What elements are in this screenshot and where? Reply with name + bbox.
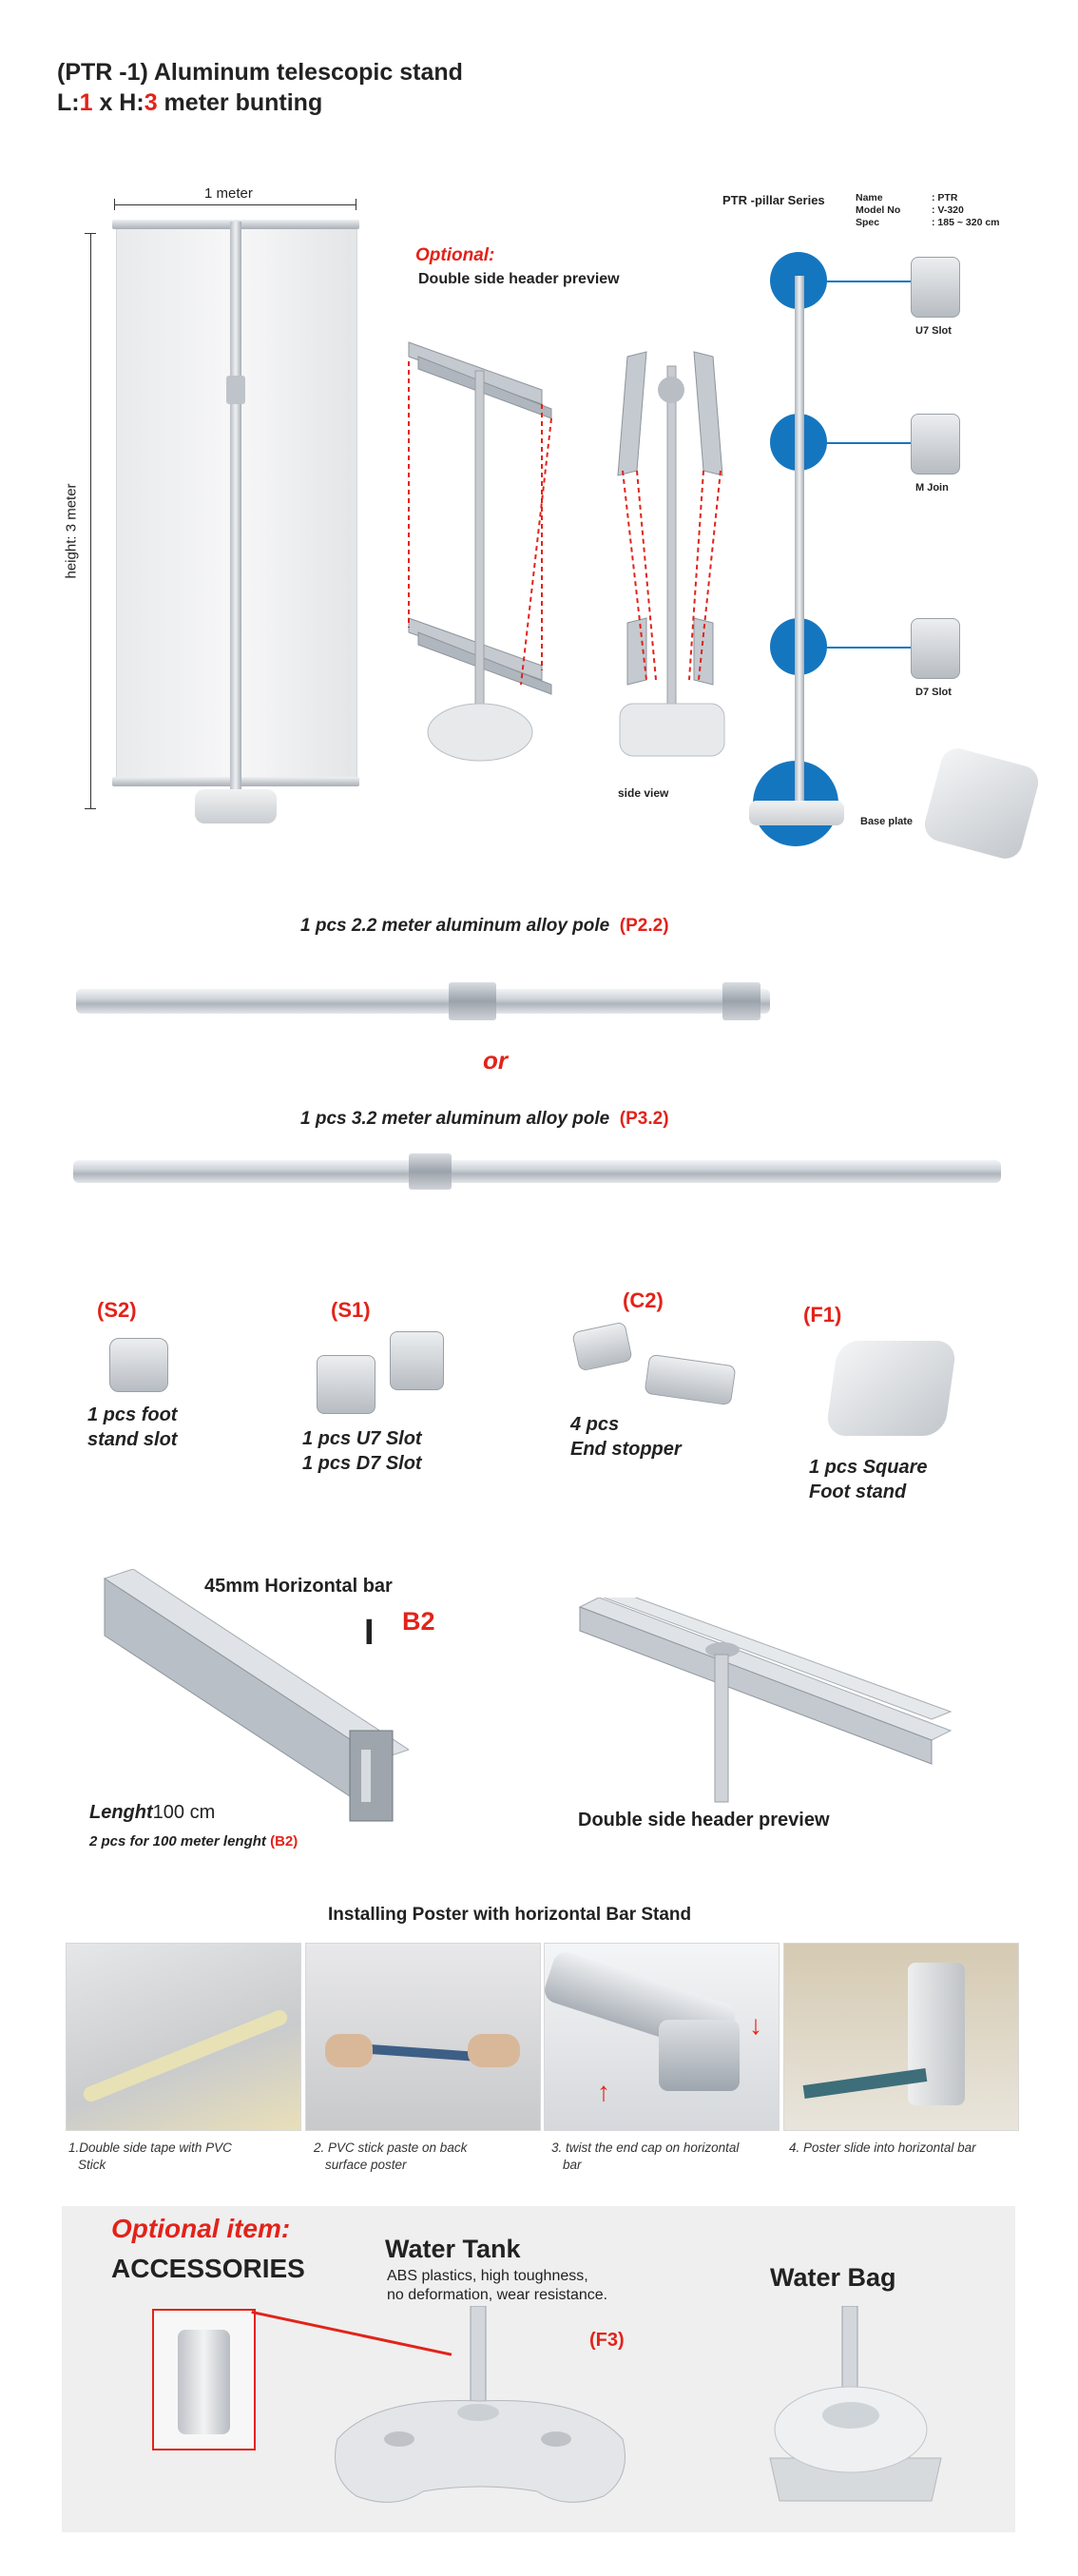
- pillar-illustration: U7 Slot M Join D7 Slot Base plate: [741, 247, 1074, 865]
- install-step-4-photo: [783, 1943, 1019, 2131]
- accessories-optional-label: Optional item:: [111, 2214, 291, 2243]
- bar-length: Lenght100 cm: [89, 1802, 216, 1823]
- m-join-part: [911, 414, 960, 475]
- fitting-detail-box: [152, 2309, 256, 2450]
- double-header-front-illustration: [408, 341, 552, 762]
- end-stopper-part: [644, 1353, 737, 1406]
- banner-stand-illustration: 1 meter height: 3 meter: [57, 185, 380, 832]
- pole-2-2-meter: [76, 989, 770, 1014]
- accessories-panel: Optional item: ACCESSORIES Water Tank AB…: [62, 2206, 1015, 2532]
- water-tank-code: (F3): [589, 2330, 625, 2351]
- horizontal-bar-illustration: [103, 1569, 409, 1822]
- optional-desc: Double side header preview: [418, 271, 620, 287]
- pole-joint: [449, 982, 496, 1020]
- d7-slot-part: [911, 618, 960, 679]
- height-dimension-line: [90, 233, 91, 808]
- foot-stand-slot-part: [109, 1338, 168, 1392]
- bar-profile-icon: I: [364, 1613, 375, 1653]
- water-bag-illustration: [769, 2306, 942, 2502]
- water-bag-title: Water Bag: [770, 2263, 896, 2292]
- title-line-2: L:1 x H:3 meter bunting: [57, 89, 323, 116]
- pole-joint: [409, 1153, 452, 1190]
- component-code: (F1): [803, 1303, 842, 1327]
- end-stopper-part: [571, 1321, 633, 1372]
- bar-qty-note: 2 pcs for 100 meter lenght (B2): [89, 1833, 298, 1850]
- page-title: (PTR -1) Aluminum telescopic stand L:1 x…: [57, 57, 463, 118]
- part-label: D7 Slot: [915, 687, 952, 698]
- install-step-1-photo: [66, 1943, 301, 2131]
- height-label: height: 3 meter: [63, 483, 80, 579]
- u7-slot-part: [911, 257, 960, 318]
- foot-stand: [195, 789, 277, 823]
- water-tank-desc: ABS plastics, high toughness,no deformat…: [387, 2268, 608, 2303]
- water-tank-title: Water Tank: [385, 2235, 521, 2263]
- accessories-title: ACCESSORIES: [111, 2254, 305, 2283]
- component-code: (C2): [623, 1288, 664, 1312]
- install-step-2-photo: [305, 1943, 541, 2131]
- part-label: Base plate: [860, 816, 914, 827]
- pole-2-label: 1 pcs 3.2 meter aluminum alloy pole (P3.…: [300, 1109, 669, 1129]
- u7-slot-part: [317, 1355, 375, 1414]
- spec-row: Spec: 185 ~ 320 cm: [856, 217, 1000, 228]
- title-line-1: (PTR -1) Aluminum telescopic stand: [57, 59, 463, 86]
- pillar-series-title: PTR -pillar Series: [722, 193, 825, 207]
- bar-code: B2: [402, 1607, 435, 1636]
- part-label: M Join: [915, 482, 949, 494]
- pole-1-label: 1 pcs 2.2 meter aluminum alloy pole (P2.…: [300, 916, 669, 936]
- width-label: 1 meter: [204, 185, 253, 202]
- header-preview-illustration: [578, 1598, 953, 1803]
- height-value: 3: [144, 89, 158, 116]
- fitting-part: [178, 2330, 230, 2434]
- header-preview-label: Double side header preview: [578, 1810, 830, 1830]
- optional-label: Optional:: [415, 245, 495, 265]
- water-tank-illustration: [335, 2306, 626, 2503]
- spec-row: Name: PTR: [856, 192, 958, 203]
- install-step-3-photo: ↓ ↑: [541, 1943, 780, 2131]
- or-label: or: [483, 1046, 508, 1075]
- horizontal-bar-title: 45mm Horizontal bar: [204, 1576, 393, 1597]
- double-header-side-illustration: [617, 351, 725, 757]
- install-title: Installing Poster with horizontal Bar St…: [328, 1905, 692, 1925]
- spec-row: Model No: V-320: [856, 204, 964, 216]
- d7-slot-part: [390, 1331, 444, 1390]
- center-pole: [230, 222, 241, 792]
- length-value: 1: [79, 89, 93, 116]
- install-step-4-caption: 4. Poster slide into horizontal bar: [789, 2140, 976, 2155]
- pillar-spec-table: Name: PTR Model No: V-320 Spec: 185 ~ 32…: [856, 192, 1000, 229]
- pole-end-cap: [722, 982, 760, 1020]
- pole-3-2-meter: [73, 1160, 1001, 1183]
- part-label: U7 Slot: [915, 325, 952, 337]
- side-view-label: side view: [618, 786, 669, 800]
- component-code: (S2): [97, 1298, 137, 1322]
- square-foot-stand-part: [824, 1341, 958, 1436]
- width-dimension-line: [114, 204, 356, 205]
- base-plate-part: [920, 745, 1043, 862]
- component-code: (S1): [331, 1298, 371, 1322]
